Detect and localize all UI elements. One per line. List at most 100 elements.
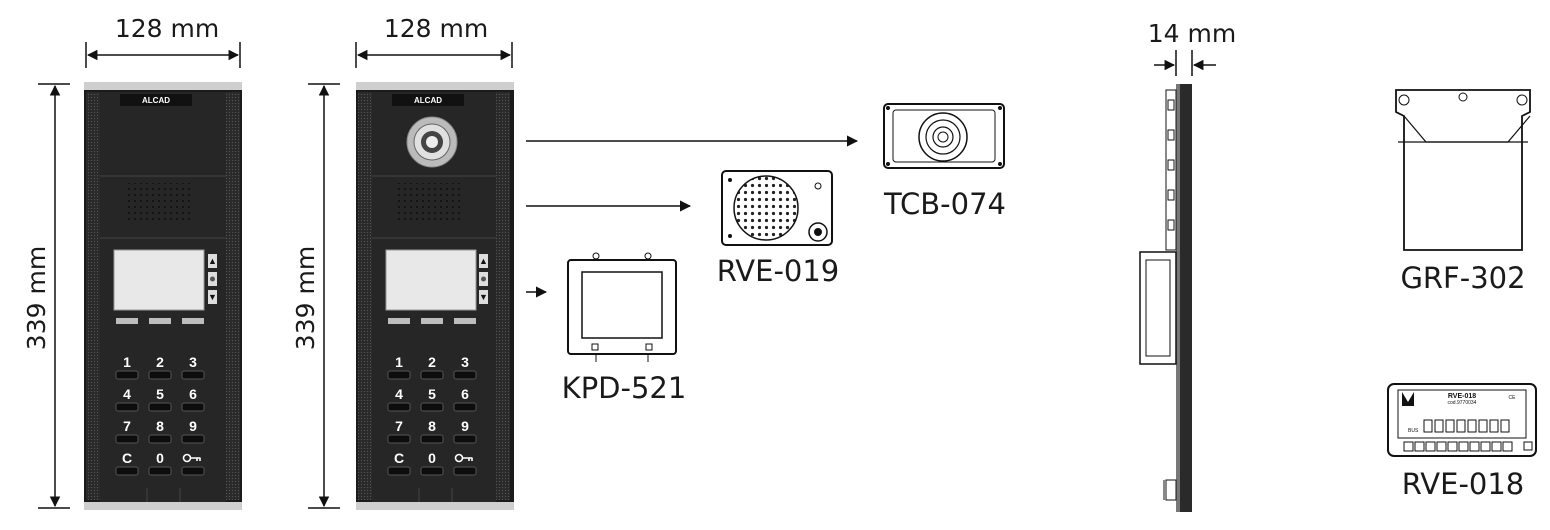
keypad-key-label: 4 [395,386,403,402]
terminal-screw [1491,441,1502,452]
panel-2-width-dimension: 128 mm [355,14,513,68]
keypad-button [181,434,205,444]
svg-text:▲: ▲ [479,256,488,266]
audio-module-rve-019 [721,170,833,246]
display-screen [385,249,477,311]
svg-text:▲: ▲ [208,256,217,266]
keypad-button [387,434,411,444]
terminal-screw [1469,441,1480,452]
dip-switch [1423,419,1433,433]
label-tcb-074: TCB-074 [883,187,1006,221]
keypad-button [453,466,477,476]
panel-1-width-dimension: 128 mm [85,14,241,68]
keypad-key-label: C [122,450,132,466]
key-icon [454,453,473,463]
label-rve-018: RVE-018 [1402,467,1525,501]
keypad-key-label: 7 [395,418,403,434]
camera-lens [406,116,458,168]
rve018-plate-bus: BUS [1408,428,1419,434]
door-panel-1: ALCAD ▲ ▼ 1 2 3 4 5 6 7 8 9C 0 [84,82,242,510]
terminal-screw [1502,441,1513,452]
keypad-button [181,402,205,412]
keypad-key-label: 3 [461,354,469,370]
keypad-button [420,466,444,476]
keypad-button [148,434,172,444]
terminal-screw [1403,441,1414,452]
keypad-button [148,466,172,476]
terminal-screw [1425,441,1436,452]
keypad-key-label: 3 [189,354,197,370]
rve018-plate-model: RVE-018 [1448,393,1476,400]
terminal-screw [1414,441,1425,452]
keypad-button [453,402,477,412]
keypad-key-label: 4 [123,386,131,402]
panel-1-height-dimension: 339 mm [22,83,70,509]
keypad-button [115,434,139,444]
keypad-button [148,402,172,412]
keypad-key-label: 0 [428,450,436,466]
depth-label: 14 mm [1148,19,1236,48]
keypad-button [181,370,205,380]
panel-2-brand: ALCAD [414,96,442,105]
keypad-button [387,466,411,476]
keypad-key-label: 7 [123,418,131,434]
dip-switch [1489,419,1499,433]
keypad-key-label: 2 [156,354,164,370]
side-profile-depth-dimension: 14 mm [1148,19,1236,76]
key-icon [182,453,201,463]
panel-2-height-dimension: 339 mm [291,83,340,509]
dip-switch [1478,419,1488,433]
dip-switch [1467,419,1477,433]
panel-1-brand: ALCAD [142,96,170,105]
keypad-key-label: 5 [428,386,436,402]
terminal-screw [1458,441,1469,452]
rve018-plate-ce: CE [1509,395,1517,401]
rve018-plate-code: cod.9770034 [1448,400,1477,406]
panel-2-height-label: 339 mm [291,246,320,350]
camera-module-tcb-074 [883,103,1005,169]
keypad-key-label: 8 [428,418,436,434]
keypad-button [181,466,205,476]
keypad-button [115,466,139,476]
dip-switch [1434,419,1444,433]
keypad-key-label: 6 [461,386,469,402]
keypad-button [115,402,139,412]
keypad-key-label: 9 [189,418,197,434]
keypad-button [115,370,139,380]
keypad-button [420,402,444,412]
panel-2-width-label: 128 mm [384,14,488,43]
keypad-key-label: 5 [156,386,164,402]
svg-text:▼: ▼ [479,292,488,302]
keypad-button [420,370,444,380]
speaker-grille [124,183,190,223]
panel-1-height-label: 339 mm [22,246,51,350]
keypad-button [453,434,477,444]
side-profile-view [1139,84,1192,512]
label-rve-019: RVE-019 [717,254,840,288]
dip-switch [1500,419,1510,433]
terminal-screw [1480,441,1491,452]
label-kpd-521: KPD-521 [562,371,687,405]
keypad-key-label: 0 [156,450,164,466]
keypad-module-kpd-521 [567,252,677,362]
keypad-button [148,370,172,380]
speaker-grille [398,183,464,223]
audio-unit-rve-018: RVE-018 cod.9770034 CE BUS [1387,383,1537,457]
keypad-key-label: 8 [156,418,164,434]
dip-switch [1445,419,1455,433]
keypad-key-label: C [394,450,404,466]
display-screen [113,249,205,311]
panel-1-width-label: 128 mm [115,14,219,43]
frame-grf-302 [1395,89,1531,251]
svg-text:▼: ▼ [208,292,217,302]
keypad-key-label: 1 [395,354,403,370]
keypad-key-label: 6 [189,386,197,402]
keypad-button [453,370,477,380]
keypad-key-label: 1 [123,354,131,370]
keypad-button [387,370,411,380]
keypad-key-label: 2 [428,354,436,370]
keypad-button [420,434,444,444]
